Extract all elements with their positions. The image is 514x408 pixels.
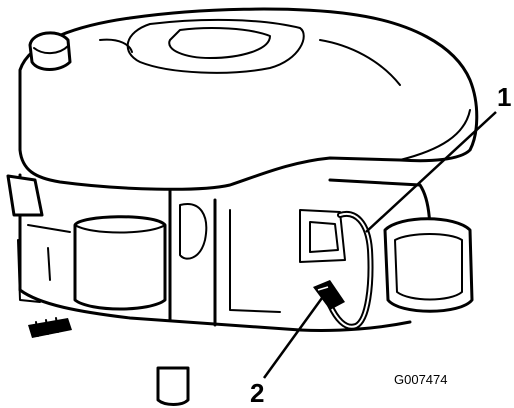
throttle-bracket (6, 174, 71, 303)
callout-1-leader (365, 111, 497, 233)
spark-plug-boot (313, 280, 345, 310)
air-filter-canister (73, 215, 167, 311)
engine-block (18, 173, 432, 333)
engine-shroud (18, 7, 479, 191)
callout-2-leader (262, 297, 324, 379)
oil-fill-cap (28, 31, 72, 71)
crankshaft (156, 366, 190, 406)
figure-id: G007474 (394, 372, 448, 387)
muffler (383, 217, 474, 313)
callout-1-label: 1 (497, 82, 511, 112)
spark-plug-wire (327, 210, 374, 330)
dipstick-tube (28, 317, 72, 338)
callout-2-label: 2 (250, 378, 264, 408)
